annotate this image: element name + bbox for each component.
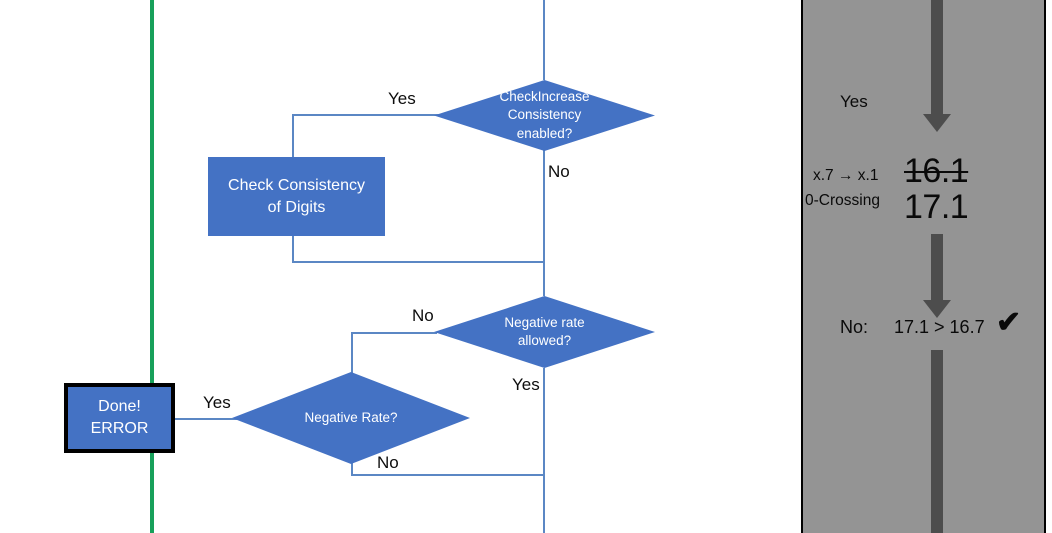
panel-value-struck: 16.1 — [904, 152, 969, 190]
process-label: Check Consistency of Digits — [228, 176, 365, 216]
edge-label-checkincrease-no: No — [548, 162, 570, 181]
panel-comparison-label: 17.1 > 16.7 — [894, 317, 985, 337]
connector-consistency-out-horizontal — [292, 261, 545, 263]
edge-label-checkincrease-yes: Yes — [388, 89, 416, 108]
connector-negrate-yes — [172, 418, 238, 420]
connector-negrate-allowed-yes — [543, 368, 545, 476]
connector-checkincrease-yes-horizontal — [292, 114, 444, 116]
decision-negative-rate-allowed[interactable]: Negative rate allowed? — [434, 296, 655, 368]
panel-no-label: No: — [840, 317, 869, 337]
decision-label: CheckIncrease Consistency enabled? — [499, 89, 590, 141]
terminator-done-error[interactable]: Done! ERROR — [64, 383, 175, 453]
connector-negrate-no-horizontal — [351, 474, 545, 476]
panel-rounding-label: x.7 → x.1 — [813, 167, 879, 184]
connector-trunk-top — [543, 0, 545, 80]
down-arrow-icon — [923, 114, 951, 132]
connector-checkincrease-yes-vertical — [292, 114, 294, 159]
terminator-label: Done! ERROR — [90, 397, 149, 437]
connector-trunk-bottom — [543, 474, 545, 533]
decision-label: Negative rate allowed? — [504, 314, 585, 348]
panel-zero-crossing-label: 0-Crossing — [805, 192, 880, 209]
decision-label: Negative Rate? — [304, 409, 398, 425]
edge-label-negrate-allowed-yes: Yes — [512, 375, 540, 394]
green-divider-line — [150, 0, 154, 533]
panel-arrow-shaft-middle — [931, 234, 943, 306]
panel-yes-label: Yes — [840, 92, 868, 111]
decision-negative-rate[interactable]: Negative Rate? — [232, 372, 470, 464]
panel-arrow-shaft-top — [931, 0, 943, 118]
connector-negrate-no-vertical — [351, 462, 353, 475]
panel-value-current: 17.1 — [904, 188, 969, 226]
connector-negrate-allowed-no-vertical — [351, 332, 353, 374]
edge-label-negrate-allowed-no: No — [412, 306, 434, 325]
edge-label-negrate-no: No — [377, 453, 399, 472]
annotation-panel: Yes x.7 → x.1 0-Crossing 16.1 17.1 No: 1… — [801, 0, 1046, 533]
check-mark-icon: ✔ — [996, 306, 1022, 339]
panel-arrow-shaft-bottom — [931, 350, 943, 533]
down-arrow-icon — [923, 300, 951, 318]
decision-check-increase-consistency[interactable]: CheckIncrease Consistency enabled? — [434, 80, 655, 151]
edge-label-negrate-yes: Yes — [203, 393, 231, 412]
connector-consistency-out-vertical — [292, 236, 294, 262]
connector-checkincrease-no — [543, 150, 545, 296]
process-check-consistency-of-digits[interactable]: Check Consistency of Digits — [208, 157, 385, 236]
connector-negrate-allowed-no-horizontal — [351, 332, 437, 334]
